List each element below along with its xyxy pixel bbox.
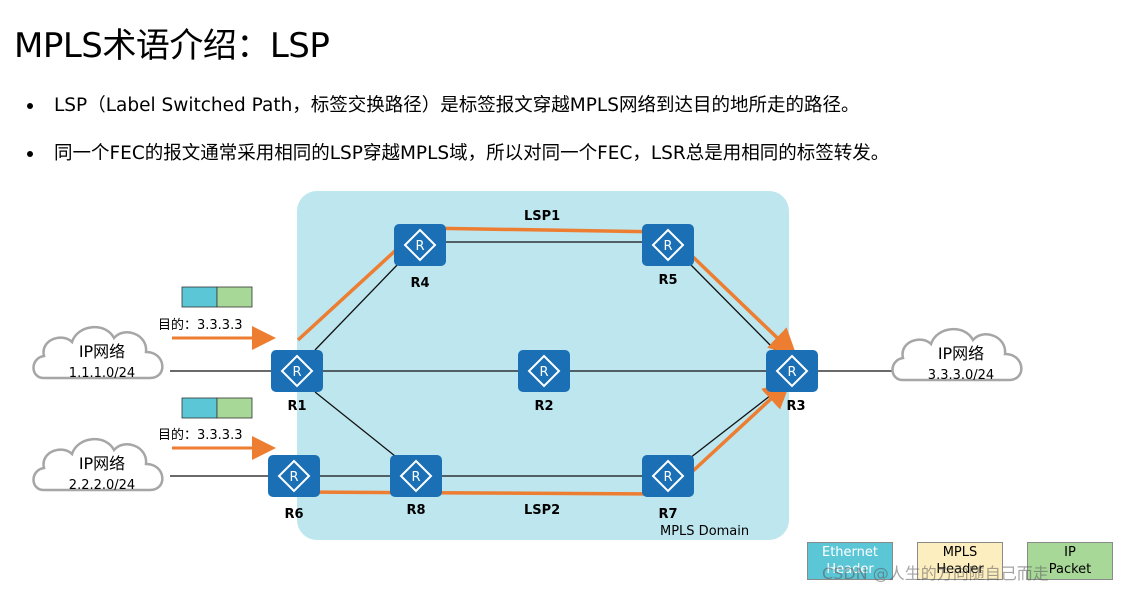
svg-text:R: R	[539, 365, 548, 380]
router-icon	[651, 228, 685, 262]
legend-line: IP	[1064, 545, 1076, 560]
bullet-text: LSP（Label Switched Path，标签交换路径）是标签报文穿越MP…	[54, 95, 860, 116]
link-r1-r8	[314, 391, 401, 461]
router-r4[interactable]: R	[394, 224, 446, 266]
cloud-subnet: 1.1.1.0/24	[69, 366, 135, 381]
router-label-r7: R7	[658, 507, 677, 522]
bullet-list: LSP（Label Switched Path，标签交换路径）是标签报文穿越MP…	[22, 92, 889, 188]
router-label-r6: R6	[284, 507, 303, 522]
router-icon	[399, 459, 433, 493]
router-icon	[280, 354, 314, 388]
packet-2: 目的：3.3.3.3	[158, 397, 276, 460]
router-icon	[651, 459, 685, 493]
router-r7[interactable]: R	[642, 455, 694, 497]
cloud-title: IP网络	[79, 454, 125, 473]
bullet-item: 同一个FEC的报文通常采用相同的LSP穿越MPLS域，所以对同一个FEC，LSR…	[22, 140, 889, 168]
router-label-r4: R4	[410, 276, 429, 291]
svg-text:R: R	[663, 470, 672, 485]
router-label-r8: R8	[406, 503, 425, 518]
packet-ip-segment	[216, 397, 253, 419]
legend-line: Ethernet	[822, 545, 878, 560]
cloud-title: IP网络	[938, 344, 984, 363]
legend-line: Packet	[1048, 562, 1092, 577]
bullet-dot	[27, 103, 33, 109]
router-icon	[277, 459, 311, 493]
router-label-r5: R5	[658, 273, 677, 288]
svg-text:R: R	[292, 365, 301, 380]
router-r6[interactable]: R	[268, 455, 320, 497]
router-label-r1: R1	[287, 399, 306, 414]
router-icon	[775, 354, 809, 388]
legend-ethernet-header: Ethernet Header	[807, 542, 893, 580]
cloud-network-3: IP网络 3.3.3.0/24	[891, 327, 1023, 383]
svg-text:R: R	[411, 470, 420, 485]
lsp1-label: LSP1	[524, 209, 560, 224]
cloud-network-1: IP网络 1.1.1.0/24	[32, 325, 164, 381]
router-label-r2: R2	[534, 399, 553, 414]
page-title: MPLS术语介绍：LSP	[14, 26, 330, 66]
cloud-network-2: IP网络 2.2.2.0/24	[32, 437, 164, 493]
router-r3[interactable]: R	[766, 350, 818, 392]
svg-text:R: R	[415, 239, 424, 254]
bullet-text: 同一个FEC的报文通常采用相同的LSP穿越MPLS域，所以对同一个FEC，LSR…	[54, 143, 890, 164]
svg-text:R: R	[289, 470, 298, 485]
lsp1-path	[296, 226, 798, 357]
router-r1[interactable]: R	[271, 350, 323, 392]
packet-1: 目的：3.3.3.3	[158, 286, 276, 350]
cloud-title: IP网络	[79, 342, 125, 361]
links	[170, 241, 895, 477]
watermark: CSDN @人生的方向随自己而走	[822, 564, 1049, 583]
router-r2[interactable]: R	[518, 350, 570, 392]
link-r5-r3	[689, 263, 776, 351]
packet-destination: 目的：3.3.3.3	[158, 317, 242, 333]
cloud-subnet: 3.3.3.0/24	[928, 368, 994, 383]
legend-line: Header	[936, 562, 984, 577]
mpls-domain-label: MPLS Domain	[660, 524, 749, 539]
packet-ip-segment	[216, 286, 253, 308]
lsp2-label: LSP2	[524, 503, 560, 518]
router-label-r3: R3	[786, 399, 805, 414]
link-r1-r4	[314, 261, 401, 351]
legend-mpls-header: MPLS Header	[917, 542, 1003, 580]
router-icon	[527, 354, 561, 388]
router-r8[interactable]: R	[390, 455, 442, 497]
svg-text:R: R	[787, 365, 796, 380]
packet-ethernet-segment	[181, 397, 218, 419]
cloud-subnet: 2.2.2.0/24	[69, 478, 135, 493]
legend-line: MPLS	[942, 545, 978, 560]
legend-ip-packet: IP Packet	[1027, 542, 1113, 580]
link-r7-r3	[689, 391, 776, 459]
packet-ethernet-segment	[181, 286, 218, 308]
bullet-item: LSP（Label Switched Path，标签交换路径）是标签报文穿越MP…	[22, 92, 889, 120]
svg-text:R: R	[663, 239, 672, 254]
router-r5[interactable]: R	[642, 224, 694, 266]
router-icon	[403, 228, 437, 262]
bullet-dot	[27, 151, 33, 157]
packet-destination: 目的：3.3.3.3	[158, 427, 242, 443]
legend-line: Header	[826, 562, 874, 577]
